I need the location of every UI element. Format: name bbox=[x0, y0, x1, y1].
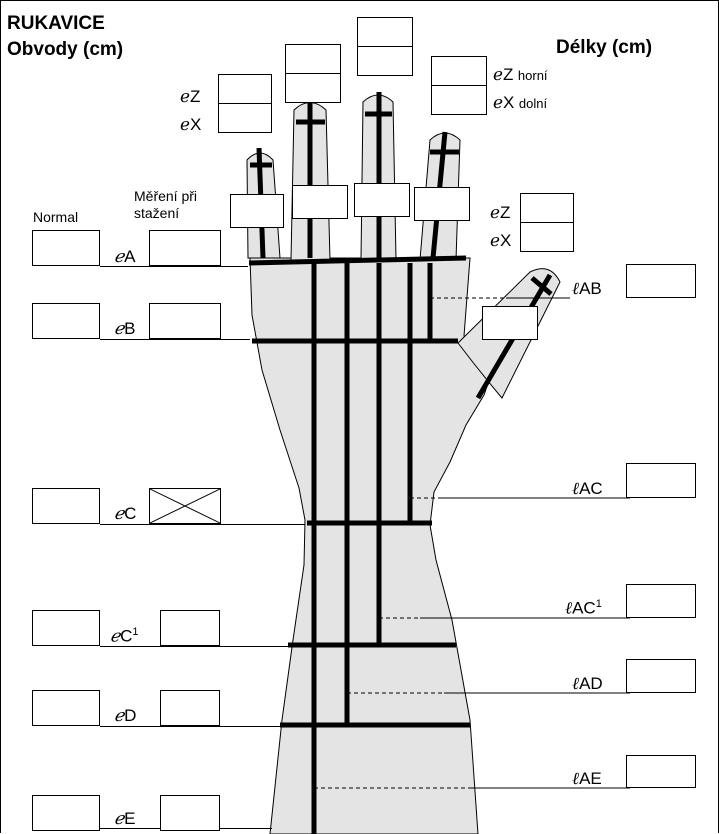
circ-c1-label: ℯC1 bbox=[110, 626, 139, 647]
length-ab-label: ℓAB bbox=[572, 279, 602, 299]
length-ac1-label: ℓAC1 bbox=[565, 598, 602, 619]
length-ad-label: ℓAD bbox=[572, 674, 603, 694]
length-ad-input[interactable] bbox=[626, 659, 696, 693]
little-finger-x-input[interactable] bbox=[218, 103, 272, 133]
circ-a-leader bbox=[100, 266, 248, 267]
normal-column-label: Normal bbox=[33, 209, 79, 225]
middle-finger-z-input[interactable] bbox=[357, 17, 413, 47]
circ-a-normal-input[interactable] bbox=[32, 230, 100, 266]
circ-d-leader bbox=[100, 726, 280, 727]
index-finger-x-input[interactable] bbox=[431, 85, 487, 115]
index-finger-z-input[interactable] bbox=[431, 56, 487, 86]
ring-finger-compressed-input[interactable] bbox=[292, 185, 348, 219]
circ-c-normal-input[interactable] bbox=[32, 488, 100, 524]
circ-b-label: ℯB bbox=[114, 319, 136, 339]
circ-e-compressed-input[interactable] bbox=[160, 795, 220, 831]
lengths-heading: Délky (cm) bbox=[556, 37, 653, 58]
circ-c-label: ℯC bbox=[114, 504, 137, 524]
circ-e-normal-input[interactable] bbox=[32, 795, 100, 831]
middle-finger-x-input[interactable] bbox=[357, 46, 413, 76]
circ-c1-leader bbox=[100, 646, 288, 647]
little-finger-z-label: ℯZ bbox=[180, 87, 201, 106]
circ-b-leader bbox=[100, 339, 250, 340]
circ-b-compressed-input[interactable] bbox=[149, 303, 221, 339]
circ-d-label: ℯD bbox=[114, 706, 137, 726]
finger-x-lower-label: ℯX dolní bbox=[493, 93, 548, 112]
circ-b-normal-input[interactable] bbox=[32, 303, 100, 339]
middle-finger-compressed-input[interactable] bbox=[354, 183, 410, 217]
circ-c-leader bbox=[100, 524, 305, 525]
thumb-compressed-input[interactable] bbox=[482, 306, 538, 340]
little-finger-z-input[interactable] bbox=[218, 74, 272, 104]
length-ac-label: ℓAC bbox=[572, 479, 603, 499]
circ-d-normal-input[interactable] bbox=[32, 690, 100, 726]
circ-a-compressed-input[interactable] bbox=[149, 230, 221, 266]
length-ac1-input[interactable] bbox=[626, 584, 696, 618]
thumb-z-label: ℯZ bbox=[490, 203, 511, 222]
circ-c-compressed-disabled bbox=[149, 488, 221, 524]
compressed-column-label-line2: stažení bbox=[134, 205, 180, 221]
cross-out-icon bbox=[150, 489, 220, 523]
ring-finger-x-input[interactable] bbox=[285, 73, 341, 103]
compressed-column-label-line1: Měření při bbox=[134, 188, 198, 204]
little-finger-x-label: ℯX bbox=[180, 115, 202, 134]
circ-a-label: ℯA bbox=[114, 247, 136, 267]
little-finger-compressed-input[interactable] bbox=[230, 194, 284, 228]
circ-c1-normal-input[interactable] bbox=[32, 610, 100, 646]
ring-finger-z-input[interactable] bbox=[285, 44, 341, 74]
circ-d-compressed-input[interactable] bbox=[160, 690, 220, 726]
length-ae-input[interactable] bbox=[626, 755, 696, 788]
circumferences-heading: Obvody (cm) bbox=[7, 39, 124, 60]
hand-silhouette bbox=[249, 257, 493, 834]
thumb-z-input[interactable] bbox=[520, 193, 574, 223]
index-finger-compressed-input[interactable] bbox=[414, 187, 470, 221]
finger-z-upper-label: ℯZ horní bbox=[493, 65, 548, 84]
circ-c1-compressed-input[interactable] bbox=[160, 610, 220, 646]
length-ac-input[interactable] bbox=[626, 463, 696, 498]
length-ab-input[interactable] bbox=[626, 264, 696, 298]
thumb-x-input[interactable] bbox=[520, 222, 574, 252]
thumb-x-label: ℯX bbox=[490, 231, 512, 250]
length-ae-label: ℓAE bbox=[572, 769, 602, 789]
form-title: RUKAVICE bbox=[7, 13, 105, 34]
circ-e-label: ℯE bbox=[114, 809, 136, 829]
